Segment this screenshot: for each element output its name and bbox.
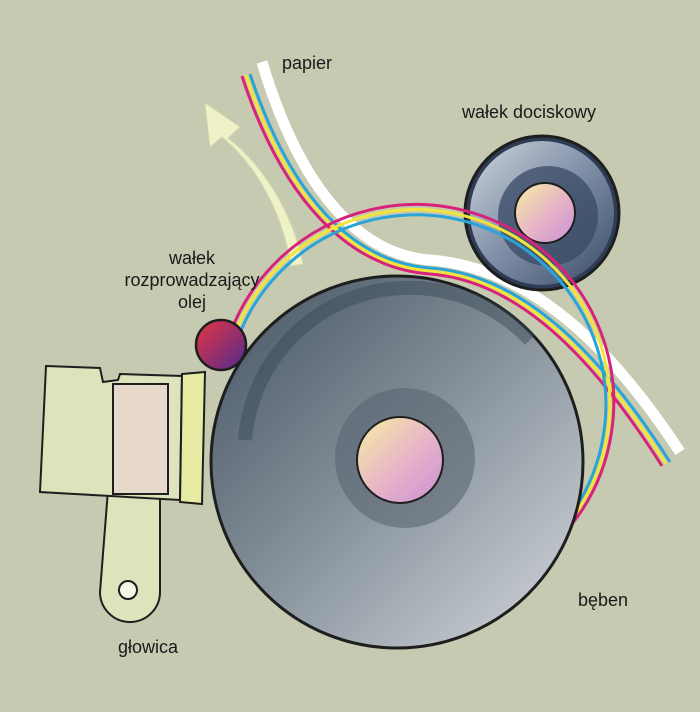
oil-roller-label-line1: wałek [168,248,216,268]
head-heater-strip [178,370,207,506]
pressure-roller-hub [514,182,576,244]
paper-sheet [240,60,685,467]
drum-hub [356,416,444,504]
drum-label: bęben [578,590,629,610]
head-label: głowica [118,637,179,657]
oil-roller [194,318,248,372]
oil-roller-label-line3: olej [177,292,207,312]
pressure-roller [463,134,621,292]
drum [209,203,616,650]
head-panel [112,383,169,495]
oil-roller-label: wałek rozprowadzający olej [108,247,276,313]
head-pivot-hole [118,580,138,600]
paper-label: papier [282,53,333,73]
pressure-roller-label: wałek dociskowy [462,102,597,122]
oil-roller-label-line2: rozprowadzający [124,270,260,290]
print-head [38,364,207,623]
paper-direction-arrow [204,101,304,267]
